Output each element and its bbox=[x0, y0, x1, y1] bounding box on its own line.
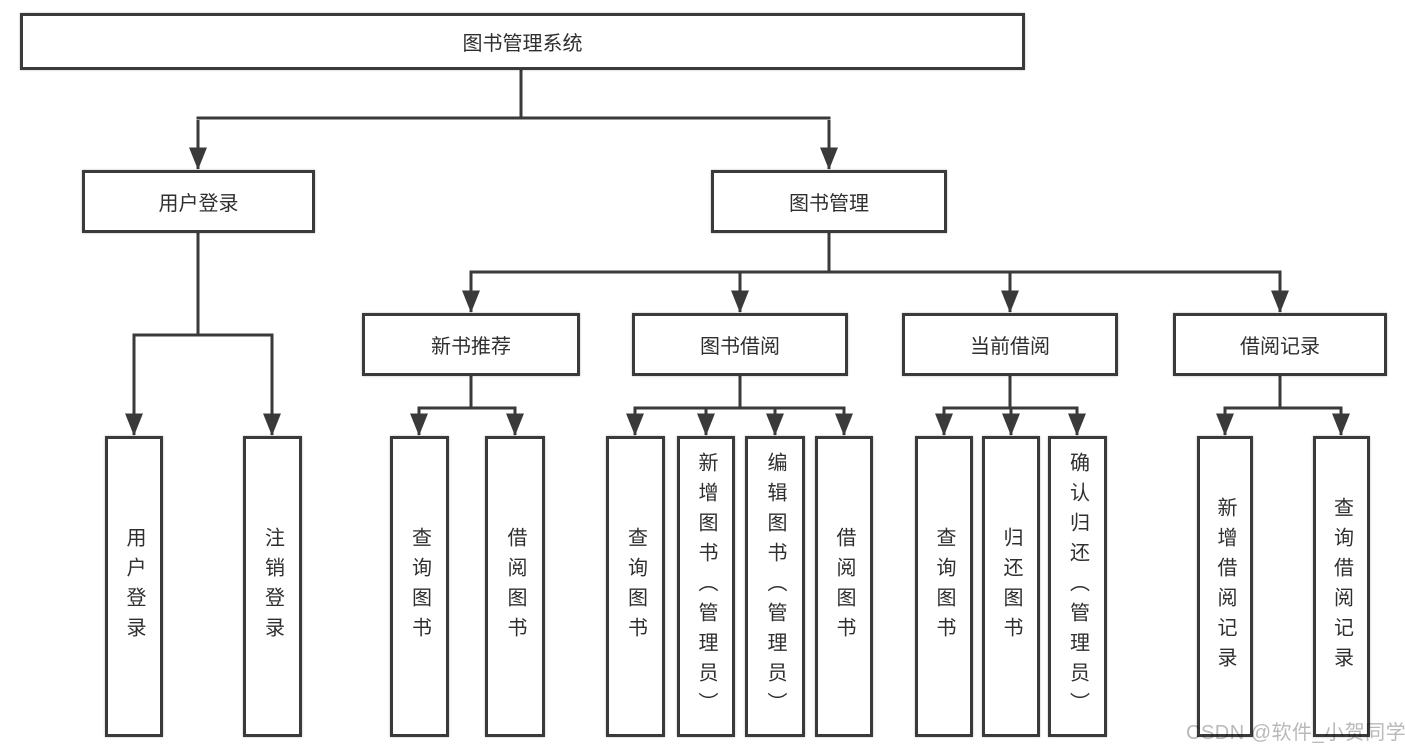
leaf-user-login: 用户登录 bbox=[105, 436, 163, 737]
leaf-confirm-return-admin: 确认归还︵管理员︶ bbox=[1048, 436, 1107, 737]
node-current-borrowing-label: 当前借阅 bbox=[970, 336, 1050, 358]
leaf-edit-book-admin-label: 编辑图书︵管理员︶ bbox=[764, 451, 786, 722]
leaf-add-borrow-record: 新增借阅记录 bbox=[1197, 436, 1253, 737]
leaf-return-books-label: 归还图书 bbox=[1000, 526, 1022, 647]
node-book-borrowing-label: 图书借阅 bbox=[700, 336, 780, 358]
leaf-add-borrow-record-label: 新增借阅记录 bbox=[1214, 496, 1236, 677]
node-user-login-branch: 用户登录 bbox=[82, 170, 315, 233]
leaf-borrow-books-borrowing-label: 借阅图书 bbox=[833, 526, 855, 647]
leaf-query-books-borrowing-label: 查询图书 bbox=[624, 526, 647, 647]
node-root: 图书管理系统 bbox=[20, 13, 1025, 70]
leaf-query-borrow-record: 查询借阅记录 bbox=[1313, 436, 1370, 737]
node-borrowing-records-label: 借阅记录 bbox=[1240, 336, 1320, 358]
leaf-confirm-return-admin-label: 确认归还︵管理员︶ bbox=[1066, 451, 1089, 722]
leaf-return-books: 归还图书 bbox=[982, 436, 1040, 737]
leaf-query-books-current-label: 查询图书 bbox=[933, 526, 955, 647]
node-book-management: 图书管理 bbox=[711, 170, 947, 233]
watermark: CSDN @软件_小贺同学 bbox=[1186, 722, 1405, 744]
leaf-borrow-books-borrowing: 借阅图书 bbox=[815, 436, 873, 737]
node-current-borrowing: 当前借阅 bbox=[902, 313, 1118, 376]
leaf-query-borrow-record-label: 查询借阅记录 bbox=[1330, 496, 1353, 677]
node-book-borrowing: 图书借阅 bbox=[632, 313, 848, 376]
leaf-query-books-recommend: 查询图书 bbox=[390, 436, 449, 737]
node-new-book-recommend-label: 新书推荐 bbox=[431, 336, 511, 358]
leaf-add-book-admin: 新增图书︵管理员︶ bbox=[677, 436, 735, 737]
node-borrowing-records: 借阅记录 bbox=[1173, 313, 1387, 376]
leaf-borrow-books-recommend: 借阅图书 bbox=[485, 436, 545, 737]
node-root-label: 图书管理系统 bbox=[462, 33, 583, 55]
leaf-edit-book-admin: 编辑图书︵管理员︶ bbox=[745, 436, 805, 737]
leaf-user-login-label: 用户登录 bbox=[123, 526, 145, 647]
leaf-add-book-admin-label: 新增图书︵管理员︶ bbox=[695, 451, 717, 722]
node-book-management-label: 图书管理 bbox=[789, 193, 869, 215]
leaf-logout: 注销登录 bbox=[243, 436, 302, 737]
node-new-book-recommend: 新书推荐 bbox=[362, 313, 580, 376]
leaf-query-books-current: 查询图书 bbox=[915, 436, 973, 737]
leaf-logout-label: 注销登录 bbox=[261, 526, 284, 647]
leaf-borrow-books-recommend-label: 借阅图书 bbox=[504, 526, 526, 647]
leaf-query-books-recommend-label: 查询图书 bbox=[408, 526, 431, 647]
leaf-query-books-borrowing: 查询图书 bbox=[606, 436, 665, 737]
node-user-login-label: 用户登录 bbox=[158, 193, 239, 215]
